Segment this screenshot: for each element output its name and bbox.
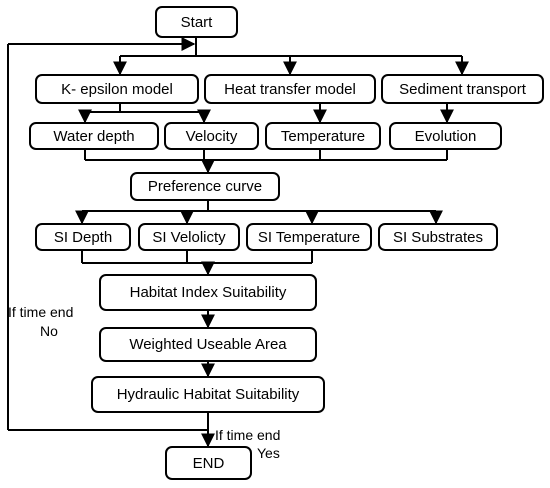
node-k-epsilon-model: K- epsilon model xyxy=(35,74,199,104)
node-preference-curve: Preference curve xyxy=(130,172,280,201)
node-temperature: Temperature xyxy=(265,122,381,150)
node-si-depth: SI Depth xyxy=(35,223,131,251)
node-end: END xyxy=(165,446,252,480)
node-weighted-useable-area: Weighted Useable Area xyxy=(99,327,317,362)
node-evolution: Evolution xyxy=(389,122,502,150)
node-hydraulic-habitat-suitability: Hydraulic Habitat Suitability xyxy=(91,376,325,413)
node-sediment-transport: Sediment transport xyxy=(381,74,544,104)
node-heat-transfer-model: Heat transfer model xyxy=(204,74,376,104)
node-start: Start xyxy=(155,6,238,38)
loop-condition-line1: If time end xyxy=(8,304,74,320)
node-velocity: Velocity xyxy=(164,122,259,150)
node-si-velocity: SI Velolicty xyxy=(138,223,240,251)
loop-condition-line2: No xyxy=(40,323,58,339)
end-condition-line1: If time end xyxy=(215,427,281,443)
node-habitat-index-suitability: Habitat Index Suitability xyxy=(99,274,317,311)
end-condition-line2: Yes xyxy=(257,445,280,461)
node-si-substrates: SI Substrates xyxy=(378,223,498,251)
node-si-temperature: SI Temperature xyxy=(246,223,372,251)
node-water-depth: Water depth xyxy=(29,122,159,150)
